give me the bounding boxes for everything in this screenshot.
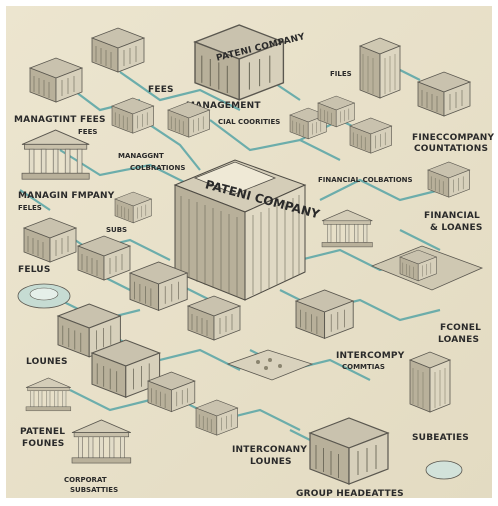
disc-left (17, 283, 71, 309)
building-low-2 (147, 371, 196, 412)
building-left-mid (23, 217, 77, 263)
label-cial-coorities: CIAL COORITIES (218, 118, 280, 126)
label-feles: FELES (18, 204, 42, 212)
building-top-right (417, 71, 471, 117)
label-felus: FELUS (18, 265, 51, 275)
label-lounes-bottom: LOUNES (250, 457, 292, 467)
label-conmtias: COMMTIAS (342, 363, 385, 371)
label-financial-colbations: FINANCIAL COLBATIONS (318, 176, 413, 184)
label-files: FILES (330, 70, 352, 78)
building-mid-3 (187, 295, 241, 341)
building-hq-top (194, 24, 285, 101)
label-managin-fmpany: MANAGIN FMPANY (18, 191, 115, 201)
disc-right (425, 460, 463, 480)
building-small-2 (167, 101, 210, 138)
label-group-hq: GROUP HEADEATTES (296, 489, 404, 499)
label-colbations: COLBRATIONS (130, 164, 185, 172)
label-fconel: FCONEL (440, 323, 481, 333)
label-countations: COUNTATIONS (414, 144, 488, 154)
plaza-center (226, 349, 314, 381)
building-fees-top (91, 27, 145, 73)
label-corporat: CORPORAT (64, 476, 107, 484)
label-interconany: INTERCONANY (232, 445, 307, 455)
building-cluster-2 (317, 95, 355, 128)
label-patenel: PATENEL (20, 427, 65, 437)
building-mid-2 (129, 261, 188, 311)
building-financial (427, 161, 470, 198)
label-subeaties: SUBEATIES (412, 433, 469, 443)
label-fees-top: FEES (148, 85, 174, 95)
label-management-top: MANAGEMENT (186, 101, 261, 111)
building-subs (114, 191, 152, 224)
label-financial: FINANCIAL (424, 211, 480, 221)
label-subs: SUBS (106, 226, 127, 234)
building-group-hq (309, 417, 389, 485)
building-mid-4 (295, 289, 354, 339)
label-loanes-mid: LOANES (438, 335, 479, 345)
label-lounes: LOUNES (26, 357, 68, 367)
building-cluster-3 (349, 117, 392, 154)
building-small-1 (111, 97, 154, 134)
campus-right (370, 245, 484, 291)
building-mgmt-fees (29, 57, 83, 103)
label-subsatties: SUBSATTIES (70, 486, 118, 494)
building-mid-1 (77, 235, 131, 281)
tower-right-low (409, 351, 451, 413)
label-founes: FOUNES (22, 439, 64, 449)
label-loanes-right: & LOANES (430, 223, 483, 233)
label-management-fees: MANAGTINT FEES (14, 115, 106, 125)
central-parent-company (173, 159, 307, 301)
label-management-center: MANAGGNT (118, 152, 164, 160)
label-fees-small: FEES (78, 128, 97, 136)
label-intercompy: INTERCOMPY (336, 351, 405, 361)
label-fineccompany: FINECCOMPANY (412, 133, 494, 143)
tower-files (359, 37, 401, 99)
building-low-3 (195, 399, 238, 436)
